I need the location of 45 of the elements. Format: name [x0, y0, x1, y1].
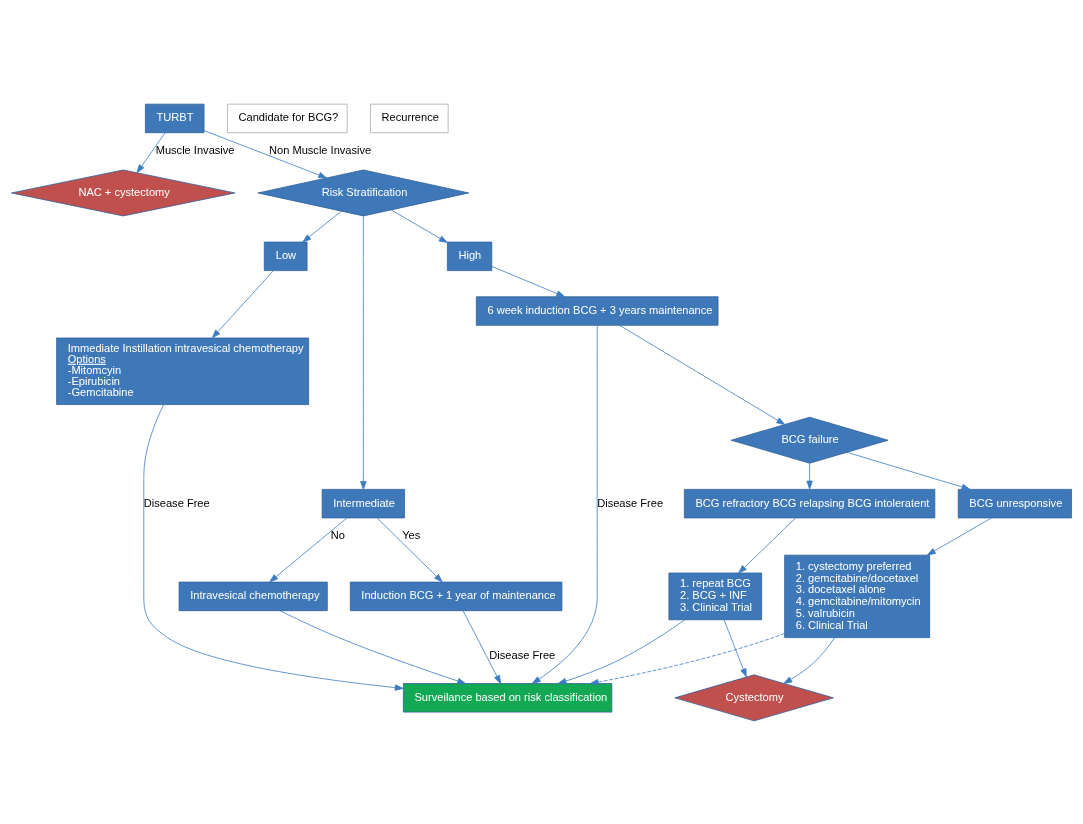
arrow — [143, 403, 404, 691]
arrow — [783, 637, 835, 684]
arrow — [806, 462, 813, 489]
node-box: Low — [263, 241, 308, 271]
node-box: Induction BCG + 1 year of maintenance — [349, 581, 563, 611]
node-box: Intermediate — [321, 488, 405, 518]
arrow — [462, 609, 502, 684]
arrow — [302, 210, 342, 242]
arrow — [589, 632, 785, 685]
arrow — [491, 265, 566, 297]
node-box: 6 week induction BCG + 3 years maintenance — [475, 295, 719, 326]
node-box: Immediate Instillation intravesical chemotherapy Options -Mitomcyin -Epirubicin -Gemcitabine — [56, 337, 310, 405]
arrow — [723, 618, 747, 677]
arrow — [390, 209, 448, 243]
arrow — [846, 451, 971, 490]
edge-label: Disease Free — [597, 496, 664, 509]
arrow — [269, 517, 348, 582]
node-box: BCG unresponsive — [957, 488, 1072, 518]
node-box: BCG refractory BCG relapsing BCG intoleratent — [683, 488, 936, 518]
arrow — [531, 324, 598, 684]
label: Candidate for BCG? — [238, 110, 339, 123]
node-box: Intravesical chemotherapy — [178, 581, 328, 611]
label: Recurrence — [381, 110, 439, 123]
arrow — [211, 269, 274, 338]
arrow — [360, 215, 367, 490]
edge-label: Non Muscle Invasive — [269, 143, 372, 156]
node-box: 1. cystectomy preferred 2. gemcitabine/docetaxel 3. docetaxel alone 4. gemcitabine/mitomycin 5. valrubicin 6. Clinical Trial — [784, 554, 931, 638]
edge-label: Disease Free — [489, 648, 556, 661]
node-box: TURBT — [145, 103, 205, 133]
node-box: High — [447, 241, 493, 271]
arrow — [136, 132, 166, 173]
node-box: Surveilance based on risk classification — [403, 682, 613, 712]
edge-label: No — [330, 528, 346, 541]
arrow — [738, 517, 796, 573]
arrow — [927, 517, 992, 555]
node-diamond: NAC + cystectomy — [11, 169, 236, 216]
arrow — [557, 618, 686, 684]
edge-label: Yes — [402, 528, 421, 541]
edge-label: Muscle Invasive — [155, 143, 235, 156]
arrow — [619, 324, 786, 425]
arrow — [376, 517, 443, 582]
node-box: 1. repeat BCG 2. BCG + INF 3. Clinical Trial — [668, 572, 763, 620]
edge-label: Disease Free — [143, 496, 210, 509]
arrow — [279, 609, 466, 684]
arrow — [203, 129, 328, 178]
